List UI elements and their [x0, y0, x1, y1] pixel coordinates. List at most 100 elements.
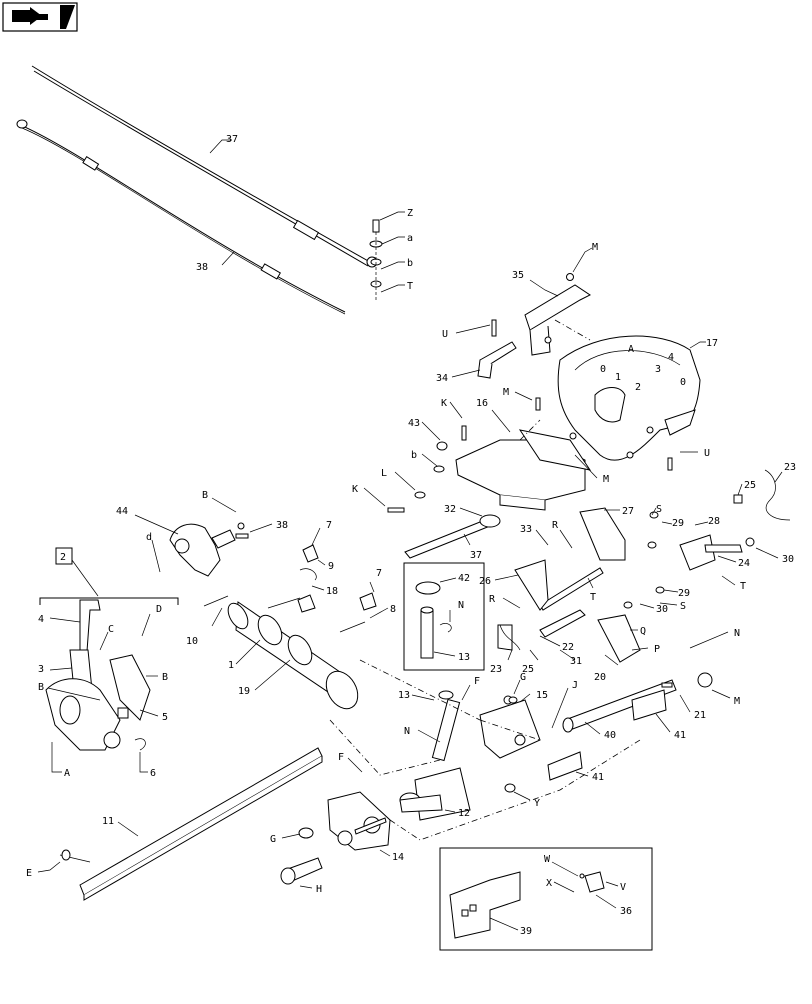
callout: 32	[444, 504, 483, 517]
callout: 18	[311, 585, 338, 597]
callout-label: 39	[520, 926, 532, 937]
bracket-34	[477, 341, 517, 379]
callout: 4	[38, 614, 81, 625]
callout: B	[146, 672, 168, 683]
callout-label: 11	[102, 816, 114, 827]
callout-label: 14	[392, 852, 404, 863]
callout-label: 29	[678, 588, 690, 599]
callout: 26	[479, 574, 519, 587]
callout: 17	[689, 338, 718, 349]
callout: U	[680, 448, 710, 459]
callout: B	[38, 682, 101, 701]
callout: 41	[655, 713, 686, 741]
plate-16	[455, 429, 592, 511]
callout: T	[587, 577, 596, 603]
callout: P	[631, 644, 660, 655]
callout-label: 25	[522, 664, 534, 675]
callout-label: M	[503, 387, 509, 398]
callout-label: 34	[436, 373, 448, 384]
callout-label: 25	[744, 480, 756, 491]
callout: F	[338, 752, 363, 773]
callout-label: 27	[622, 506, 634, 517]
bracket-15	[479, 695, 541, 759]
callout: W	[544, 854, 579, 877]
callout-label: G	[520, 672, 526, 683]
callout: d	[146, 532, 161, 573]
callout-label: L	[381, 468, 387, 479]
callout: 35	[512, 270, 559, 297]
callout-label: 23	[784, 462, 796, 473]
callout: 25	[522, 649, 539, 675]
console-panel-17	[557, 335, 701, 461]
bar-11	[59, 747, 323, 901]
callout: 37	[209, 134, 238, 154]
callout-label: 40	[604, 730, 616, 741]
callout-label: V	[620, 882, 626, 893]
callout: 12	[444, 808, 470, 819]
callout: K	[441, 398, 463, 419]
callout: R	[552, 520, 573, 549]
callout-label: R	[489, 594, 496, 605]
callout: b	[380, 258, 413, 270]
callout: 23	[774, 462, 796, 483]
pin-13	[431, 690, 461, 762]
callout: 39	[489, 917, 532, 937]
hardware-stack-z-t	[369, 219, 383, 300]
callout: 19	[238, 659, 291, 697]
callout-label: N	[458, 600, 464, 611]
callout: b	[411, 450, 438, 467]
callout-label: W	[544, 854, 551, 865]
callout: 13	[433, 651, 470, 663]
callout-label: 28	[708, 516, 720, 527]
lever-44	[169, 523, 236, 577]
back-button-corner	[60, 5, 75, 29]
callout: G	[270, 833, 301, 845]
back-button[interactable]	[2, 2, 78, 32]
callout: 40	[584, 721, 616, 741]
callout: 29	[661, 518, 684, 529]
small-hardware-top	[387, 273, 673, 513]
callout-label: 30	[782, 554, 794, 565]
callout: H	[299, 884, 322, 895]
callout-label: 7	[376, 568, 382, 579]
callout: A	[51, 742, 70, 779]
callout: 1	[228, 639, 261, 671]
callout-label: U	[442, 329, 448, 340]
callout-label: 1	[228, 660, 234, 671]
callout: Z	[379, 208, 413, 221]
callout: 11	[102, 816, 139, 837]
callout-label: G	[270, 834, 276, 845]
callout: Q	[630, 626, 646, 637]
callout: 6	[139, 752, 156, 779]
callout-label: 24	[738, 558, 750, 569]
callout: F	[461, 676, 480, 701]
callout-label: 6	[150, 768, 156, 779]
callout: V	[605, 881, 626, 893]
inset-pin-detail	[403, 562, 485, 671]
callout-label: 13	[398, 690, 410, 701]
callout-label: 7	[326, 520, 332, 531]
callout: B	[202, 490, 237, 513]
callout-label: T	[590, 592, 596, 603]
callout-label: 29	[672, 518, 684, 529]
dial-mark: 3	[655, 364, 661, 375]
callout-label: 36	[620, 906, 632, 917]
callout: J	[551, 680, 578, 729]
callout: 28	[694, 516, 720, 527]
callout: 37	[463, 533, 482, 561]
callout-label: M	[603, 474, 609, 485]
callout-label: 19	[238, 686, 250, 697]
callout: 38	[249, 520, 288, 533]
callout-label: 13	[458, 652, 470, 663]
callout: M	[711, 689, 740, 707]
callout: 14	[379, 849, 404, 863]
callout: N	[404, 726, 441, 743]
dial-mark: A	[628, 344, 634, 355]
callout-label: M	[734, 696, 740, 707]
callout: L	[381, 468, 416, 491]
dial-mark: 4	[668, 352, 674, 363]
callout-label: a	[407, 233, 413, 244]
console-dial-marks: A 0 1 2 3 4 0	[600, 344, 686, 393]
callout-label: 38	[196, 262, 208, 273]
